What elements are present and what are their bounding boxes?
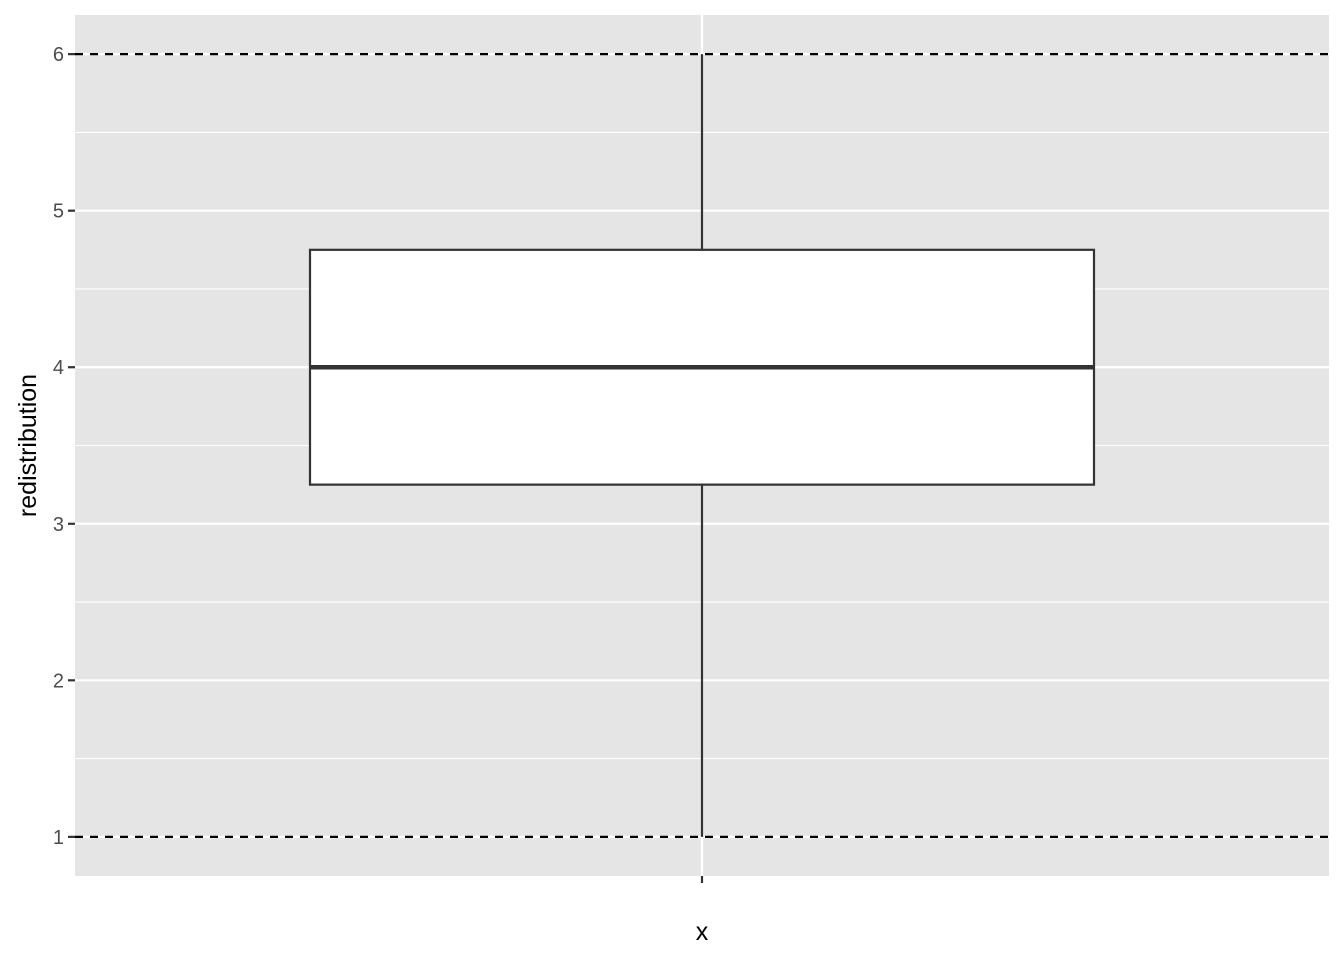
y-tick-label: 4 [53,357,64,379]
box-geometry [308,54,1096,837]
y-tick-label: 6 [53,44,64,66]
y-tick-label: 3 [53,514,64,536]
x-axis-title: x [696,918,709,946]
y-tick-label: 1 [53,827,64,849]
y-tick-label: 2 [53,670,64,692]
y-axis: 1 2 3 4 5 6 [53,44,75,849]
y-axis-title: redistribution [14,374,42,517]
y-tick-label: 5 [53,201,64,223]
